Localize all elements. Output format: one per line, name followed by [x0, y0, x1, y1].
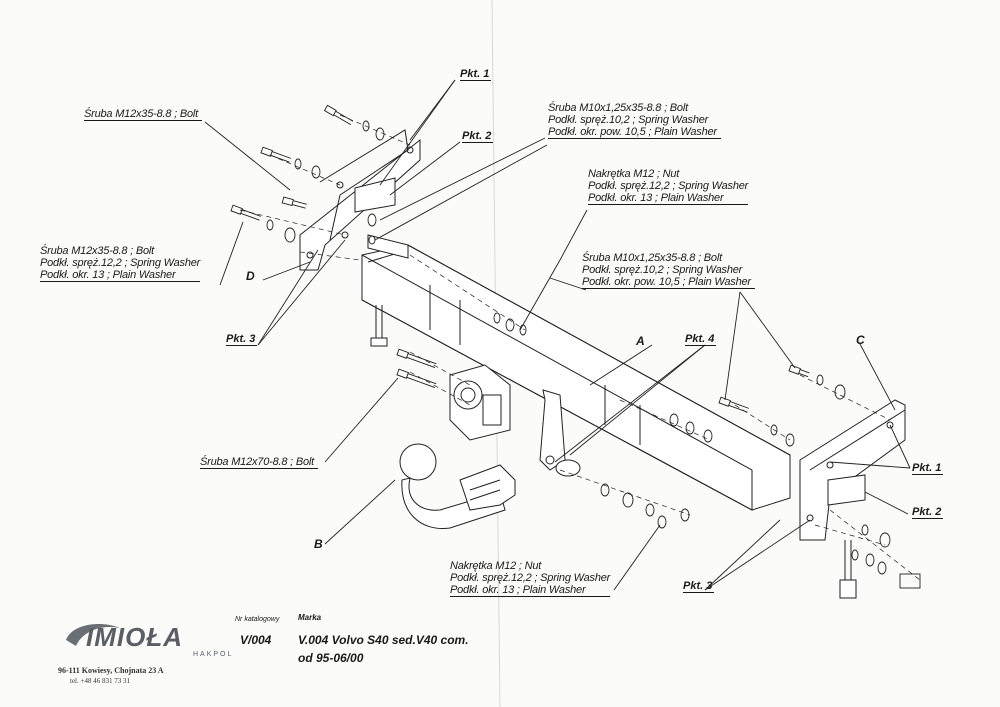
vehicle-years: od 95-06/00	[298, 651, 364, 665]
pkt-1-top: Pkt. 1	[460, 68, 492, 81]
side-bracket-C	[799, 399, 906, 599]
brand-swoosh-icon	[66, 624, 120, 646]
letter-a: A	[636, 334, 645, 348]
ball-mount-plate	[449, 364, 511, 441]
label-bolt-left: Śruba M12x35-8.8 ; Bolt Podkł. spręż.12,…	[40, 245, 201, 282]
assembly-axes	[239, 114, 921, 581]
pkt-3-left: Pkt. 3	[226, 333, 258, 346]
label-nut-top: Nakrętka M12 ; Nut Podkł. spręż.12,2 ; S…	[588, 168, 749, 205]
label-bolt-ball: Śruba M12x70-8.8 ; Bolt	[200, 456, 319, 469]
label-bolt-right: Śruba M10x1,25x35-8.8 ; Bolt Podkł. sprę…	[582, 252, 755, 289]
catalog-number: V/004	[240, 633, 272, 647]
letter-d: D	[246, 269, 255, 283]
letter-c: C	[856, 333, 865, 347]
socket-bracket	[539, 389, 581, 477]
side-bracket-D	[299, 129, 421, 271]
company-phone: tel. +48 46 831 73 31	[70, 677, 130, 685]
pkt-3-bottom: Pkt. 3	[683, 580, 715, 593]
brand-name: IMIOŁA	[86, 622, 183, 652]
pkt-4: Pkt. 4	[685, 333, 717, 346]
label-nut-bottom: Nakrętka M12 ; Nut Podkł. spręż.12,2 ; S…	[450, 560, 611, 597]
towball-B	[399, 443, 516, 529]
make-header: Marka	[298, 613, 322, 622]
leader-lines	[204, 79, 911, 591]
pkt-2-top: Pkt. 2	[462, 130, 494, 143]
vehicle-model: V.004 Volvo S40 sed.V40 com.	[298, 633, 469, 647]
company-address: 96-111 Kowiesy, Chojnata 23 A	[58, 666, 164, 675]
catalog-header: Nr katalogowy	[235, 616, 280, 623]
letter-b: B	[314, 537, 323, 551]
pkt-1-right: Pkt. 1	[912, 462, 944, 475]
pkt-2-right: Pkt. 2	[912, 506, 944, 519]
left-mount	[367, 234, 409, 347]
label-bolt-top-left: Śruba M12x35-8.8 ; Bolt	[84, 108, 203, 121]
label-bolt-top-center: Śruba M10x1,25x35-8.8 ; Bolt Podkł. sprę…	[548, 102, 721, 139]
brand-logo: IMIOŁA HAKPOL	[66, 622, 231, 658]
brand-sub: HAKPOL	[193, 651, 234, 658]
